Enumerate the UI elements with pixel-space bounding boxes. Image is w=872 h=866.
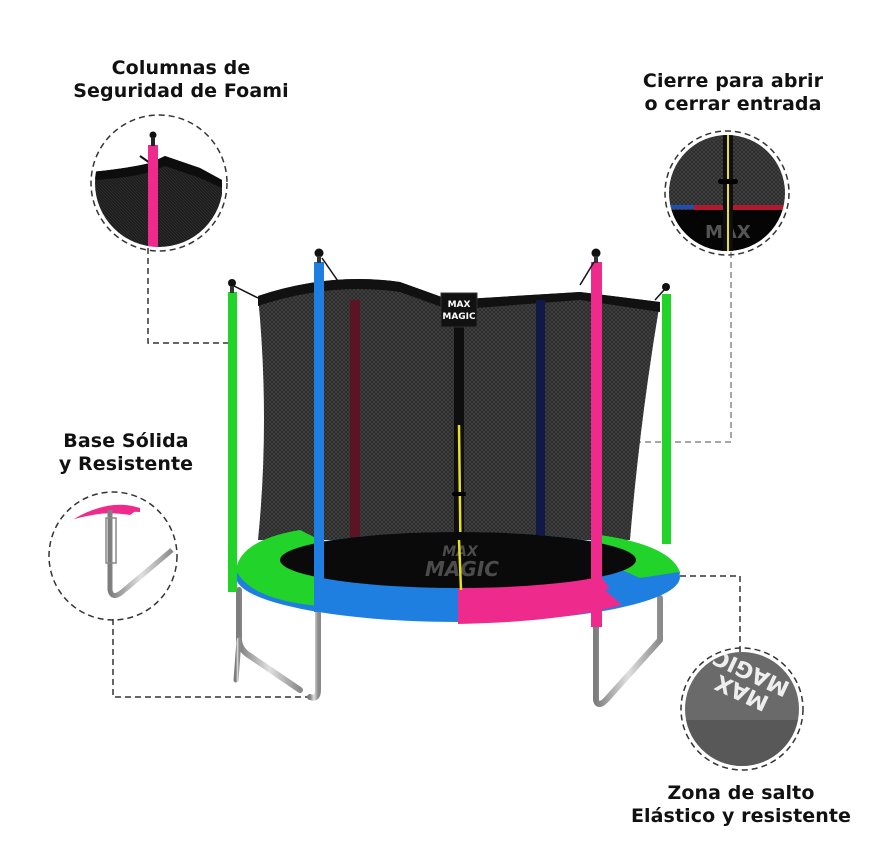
callout-label-base: Base Sólida y Resistente: [26, 430, 226, 476]
pole-green-left: [228, 292, 237, 592]
callout-label-zipper: Cierre para abrir o cerrar entrada: [628, 70, 838, 116]
callout-label-jump-zone: Zona de salto Elástico y resistente: [616, 782, 866, 828]
brand-tag-line-1: MAX: [448, 300, 471, 310]
callout-circle-zipper: MAX: [664, 130, 790, 256]
callout-label-safety-columns: Columnas de Seguridad de Foami: [56, 57, 306, 103]
connector-base: [112, 619, 318, 698]
callout-circle-safety-columns: [90, 114, 228, 252]
connector-jump: [660, 575, 741, 652]
callout-circle-jump-zone: MAX MAGIC: [680, 647, 804, 771]
brand-tag-line-2: MAGIC: [442, 312, 476, 322]
callout-circle-base: [48, 491, 178, 621]
trampoline-legs: [233, 587, 663, 707]
pole-pink: [591, 262, 602, 627]
frame-pad: MAX MAGIC: [236, 530, 680, 624]
safety-poles: [228, 248, 671, 627]
callout-line-2: Elástico y resistente: [630, 805, 852, 827]
mat-logo-line-2: MAGIC: [425, 557, 499, 581]
callout-line-2: Seguridad de Foami: [73, 80, 289, 102]
callout-line-1: Base Sólida: [63, 430, 189, 452]
callout-line-1: Cierre para abrir: [642, 70, 824, 92]
pole-green-right: [662, 294, 671, 544]
callout-line-1: Columnas de: [111, 57, 251, 79]
safety-net: [258, 279, 660, 591]
pole-blue: [314, 262, 324, 612]
callout-line-2: y Resistente: [58, 453, 194, 475]
callout-line-1: Zona de salto: [667, 782, 815, 804]
jump-mat: [280, 532, 636, 588]
callout-line-2: o cerrar entrada: [644, 93, 822, 115]
brand-tag: MAX MAGIC: [440, 292, 478, 328]
net-rod-navy: [536, 300, 545, 540]
connector-columns: [147, 248, 232, 344]
net-rod-burgundy: [350, 300, 360, 540]
connector-lines: [112, 248, 741, 698]
connector-zipper: [462, 252, 732, 443]
